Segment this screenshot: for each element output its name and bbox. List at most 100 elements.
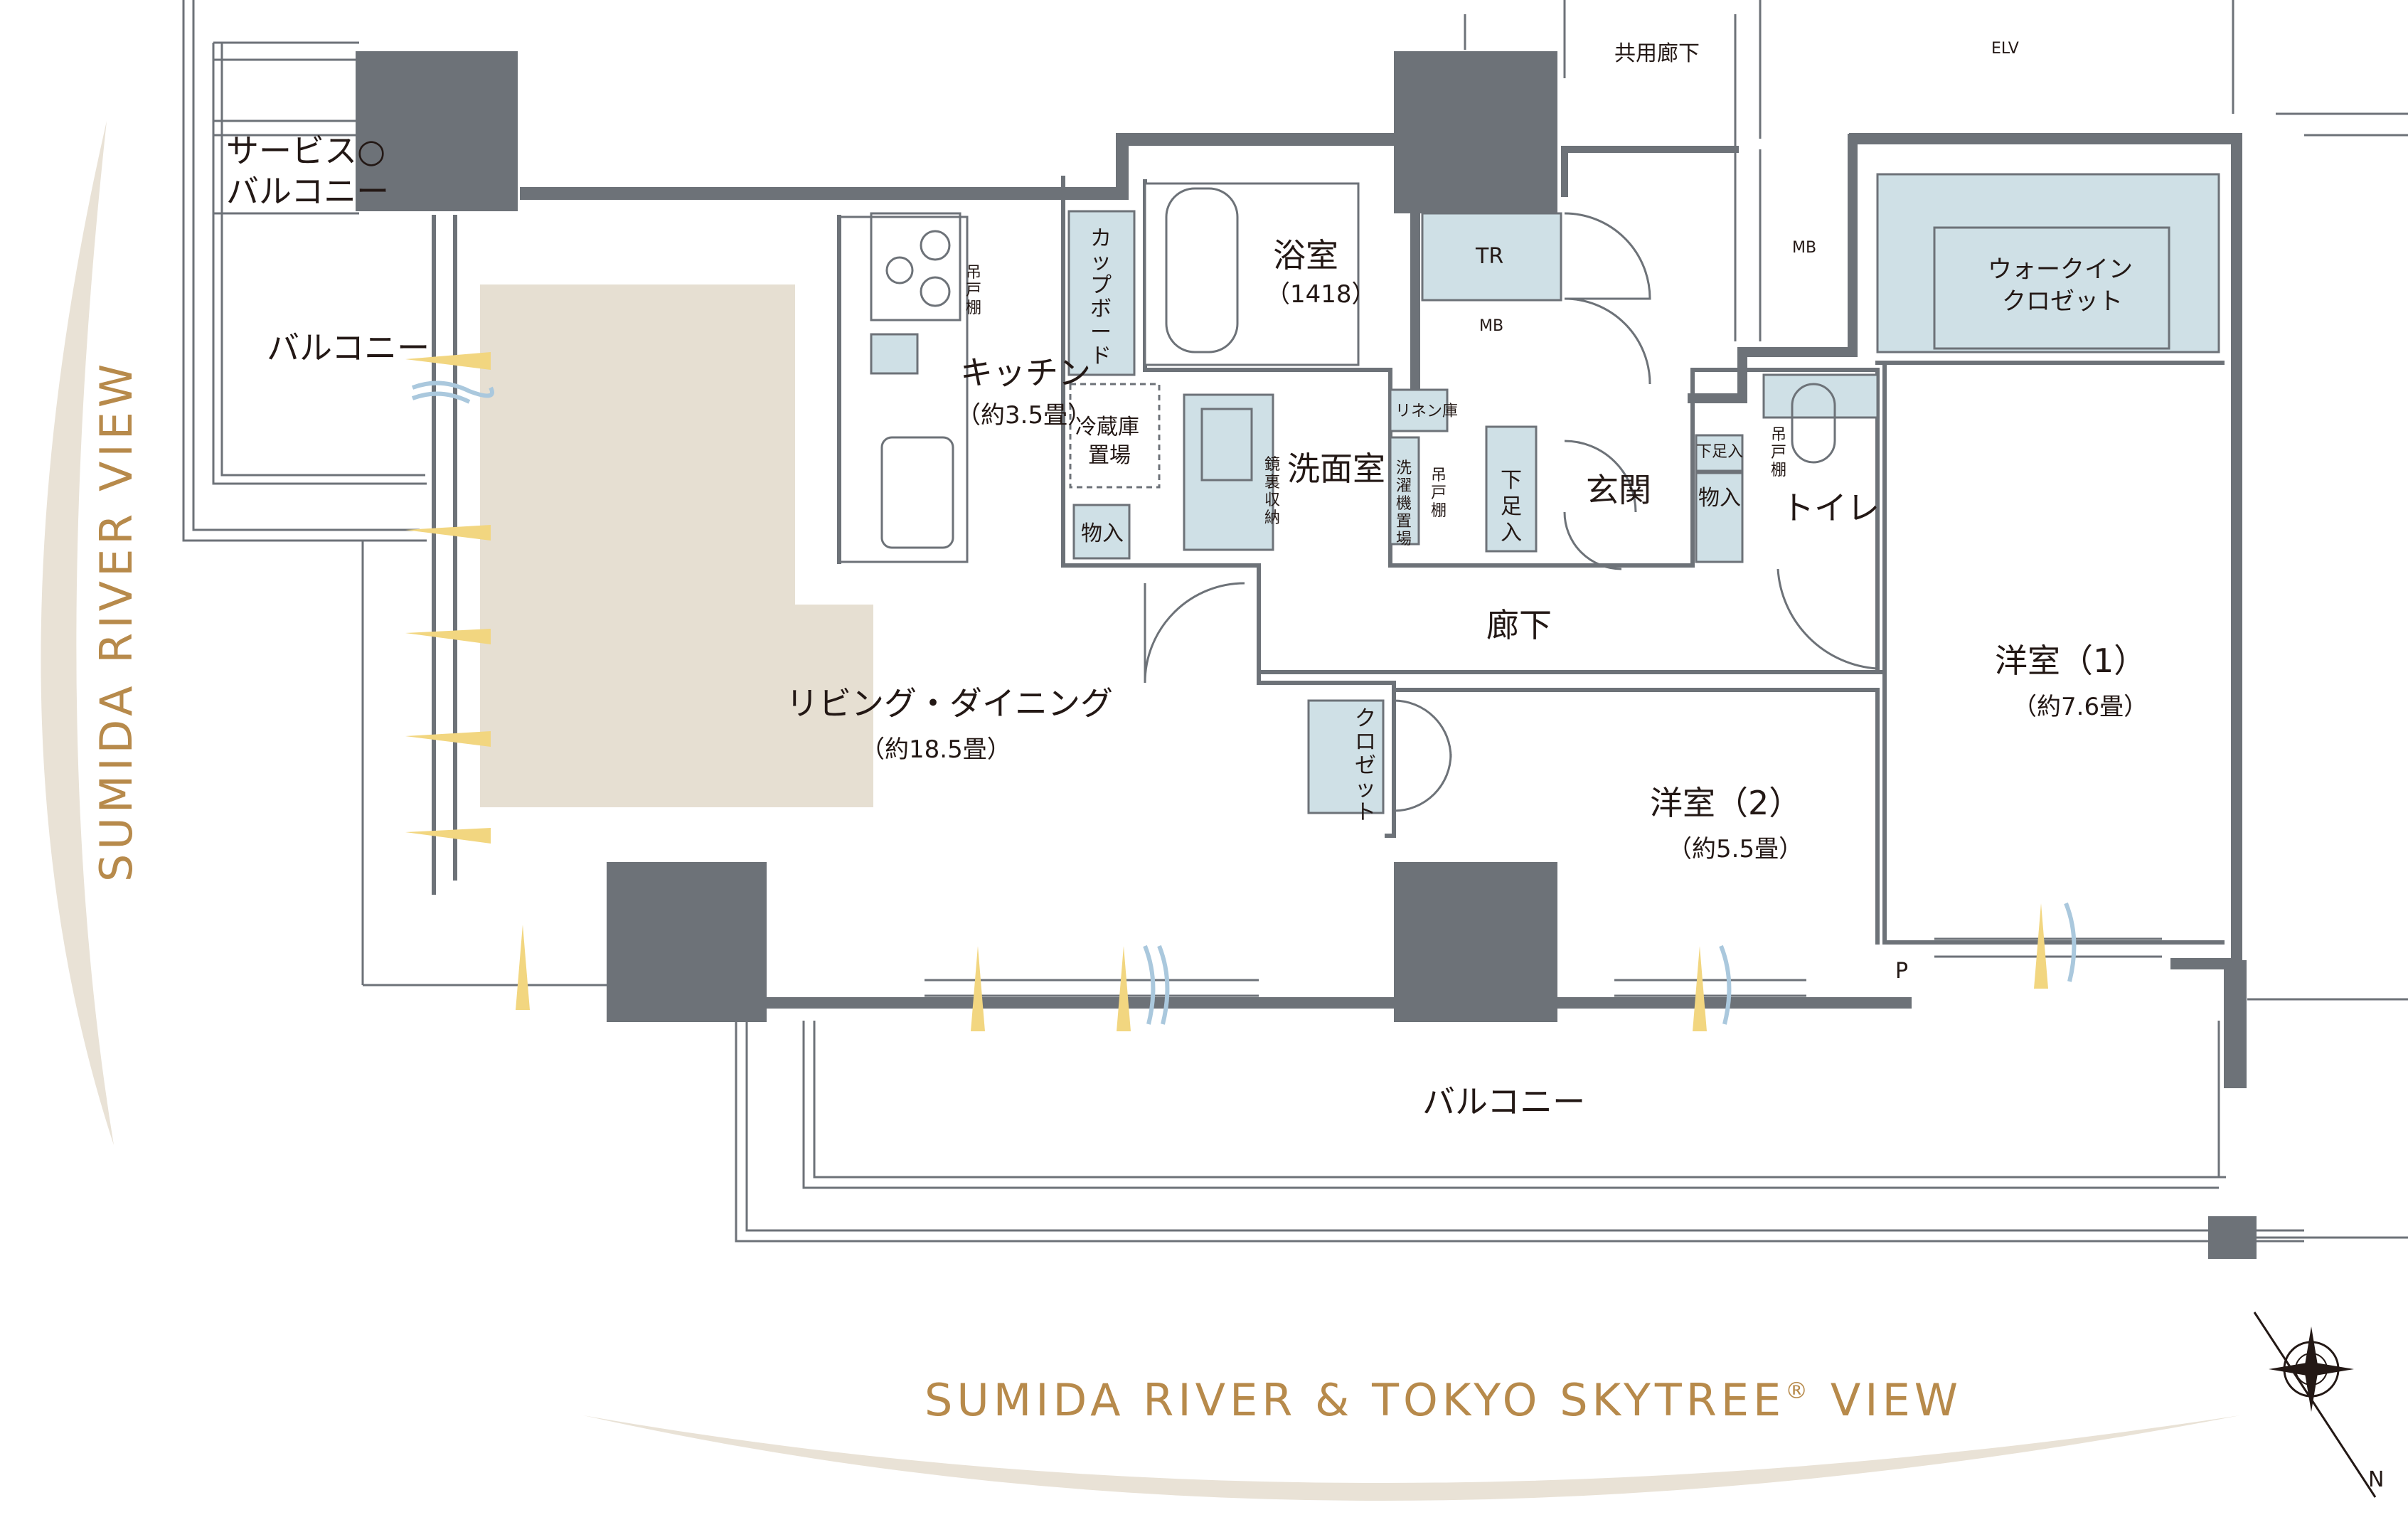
hanging-toilet-label: 吊 戸 棚 bbox=[1771, 426, 1786, 479]
tr-room bbox=[1421, 212, 1562, 302]
living-floor-tint bbox=[480, 284, 873, 807]
svg-text:ト: ト bbox=[1355, 800, 1376, 825]
cupboard-label: カ ッ プ ボ ー ド bbox=[1090, 226, 1112, 368]
mono-kitchen-unit bbox=[1072, 504, 1131, 560]
left-view-text: SUMIDA RIVER VIEW bbox=[90, 360, 142, 882]
svg-text:戸: 戸 bbox=[1771, 444, 1786, 462]
tr-label: TR bbox=[1475, 244, 1503, 269]
linen-unit bbox=[1389, 388, 1449, 432]
bath-tub-area bbox=[1144, 182, 1360, 366]
svg-text:場: 場 bbox=[1396, 531, 1412, 548]
western1-size: （約7.6畳） bbox=[2013, 693, 2148, 721]
closet-unit bbox=[1307, 699, 1385, 814]
svg-text:置: 置 bbox=[1396, 513, 1412, 531]
western2-size: （約5.5畳） bbox=[1668, 835, 1803, 863]
washroom-name: 洗面室 bbox=[1287, 450, 1385, 488]
western1-name: 洋室（1） bbox=[1995, 642, 2146, 680]
walkin-name-2: クロゼット bbox=[2002, 287, 2123, 316]
svg-text:濯: 濯 bbox=[1396, 477, 1412, 495]
svg-text:洗: 洗 bbox=[1396, 459, 1412, 477]
shoe-small-label: 下足入 bbox=[1696, 443, 1743, 461]
compass-n: N bbox=[2368, 1467, 2384, 1492]
kitchen-size: （約3.5畳） bbox=[957, 401, 1092, 430]
balcony-left-label: バルコニー bbox=[267, 329, 430, 367]
svg-text:戸: 戸 bbox=[966, 282, 981, 299]
svg-text:ッ: ッ bbox=[1355, 777, 1376, 802]
cupboard-unit bbox=[1067, 210, 1136, 376]
elv-label: ELV bbox=[1991, 40, 2019, 58]
mb-corridor-label: MB bbox=[1792, 239, 1816, 257]
svg-text:ド: ド bbox=[1090, 344, 1112, 368]
svg-text:下: 下 bbox=[1501, 468, 1522, 493]
toilet-bowl bbox=[1791, 383, 1836, 464]
svg-text:戸: 戸 bbox=[1431, 484, 1447, 502]
kitchen-counter bbox=[839, 216, 969, 563]
compass-rose bbox=[2253, 1312, 2377, 1498]
svg-text:プ: プ bbox=[1090, 273, 1112, 298]
mono-entrance-unit bbox=[1695, 472, 1744, 563]
walkin-name-1: ウォークイン bbox=[1988, 255, 2133, 284]
kitchen-sink-counter bbox=[870, 333, 919, 375]
svg-text:足: 足 bbox=[1501, 494, 1522, 519]
light-markers bbox=[405, 352, 2048, 1031]
fixtures bbox=[839, 187, 2170, 563]
thin-outlines bbox=[182, 0, 2408, 1243]
svg-text:ー: ー bbox=[1090, 320, 1112, 345]
linen-label: リネン庫 bbox=[1395, 403, 1458, 420]
p-label: P bbox=[1895, 959, 1908, 984]
svg-text:納: 納 bbox=[1264, 509, 1280, 527]
kitchen-stove bbox=[870, 212, 961, 321]
svg-text:吊: 吊 bbox=[1431, 467, 1447, 484]
hanging-kitchen-label: 吊 戸 棚 bbox=[966, 264, 981, 317]
service-balcony-label-2: バルコニー bbox=[226, 172, 389, 211]
bottom-view-arc bbox=[583, 1415, 2240, 1501]
walls bbox=[432, 133, 2242, 1009]
fridge-label-2: 置場 bbox=[1088, 443, 1131, 468]
mb-inner-label: MB bbox=[1479, 317, 1503, 335]
toilet-name: トイレ bbox=[1781, 489, 1880, 527]
storage-fills bbox=[870, 173, 2220, 814]
western2-name: 洋室（2） bbox=[1650, 784, 1801, 822]
fridge-label-1: 冷蔵庫 bbox=[1075, 415, 1139, 440]
svg-text:鏡: 鏡 bbox=[1264, 456, 1280, 474]
closet-label: ク ロ ゼ ッ ト bbox=[1355, 706, 1376, 825]
svg-text:入: 入 bbox=[1501, 521, 1522, 546]
shoe-small-unit bbox=[1695, 434, 1744, 472]
kitchen-sink bbox=[880, 436, 954, 549]
kitchen-name: キッチン bbox=[960, 353, 1091, 392]
hallway-name: 廊下 bbox=[1486, 606, 1552, 644]
svg-text:ロ: ロ bbox=[1355, 730, 1376, 755]
svg-text:吊: 吊 bbox=[1771, 426, 1786, 444]
fridge-space bbox=[1069, 383, 1161, 489]
entrance-name: 玄関 bbox=[1586, 471, 1651, 509]
wind-markers bbox=[411, 381, 2077, 1025]
walkin-rail bbox=[1933, 226, 2170, 350]
svg-text:ク: ク bbox=[1355, 706, 1376, 731]
service-balcony-label-1: サービス○ bbox=[226, 132, 385, 170]
living-name: リビング・ダイニング bbox=[786, 684, 1113, 723]
bottom-view-text: SUMIDA RIVER & TOKYO SKYTREE® VIEW bbox=[925, 1374, 1962, 1426]
svg-text:収: 収 bbox=[1264, 491, 1280, 509]
bath-name: 浴室 bbox=[1273, 236, 1338, 275]
mirror-storage bbox=[1183, 393, 1274, 551]
mirror-storage-label: 鏡 裏 収 納 bbox=[1264, 456, 1280, 527]
svg-text:棚: 棚 bbox=[1431, 502, 1447, 520]
svg-text:ッ: ッ bbox=[1090, 250, 1112, 275]
left-view-arc bbox=[41, 121, 114, 1145]
svg-text:機: 機 bbox=[1396, 495, 1412, 513]
svg-text:吊: 吊 bbox=[966, 264, 981, 282]
svg-text:ゼ: ゼ bbox=[1355, 753, 1376, 778]
shoe-large-label: 下 足 入 bbox=[1501, 468, 1522, 546]
living-size: （約18.5畳） bbox=[861, 735, 1011, 764]
shoe-large-unit bbox=[1485, 425, 1538, 553]
svg-text:カ: カ bbox=[1090, 226, 1112, 251]
bath-size: （1418） bbox=[1266, 280, 1376, 309]
mono-entrance-label: 物入 bbox=[1698, 486, 1741, 511]
svg-text:裏: 裏 bbox=[1264, 474, 1280, 491]
door-swings bbox=[1144, 212, 1878, 812]
svg-text:ボ: ボ bbox=[1090, 297, 1112, 321]
washer-label: 洗 濯 機 置 場 bbox=[1396, 459, 1412, 548]
hanging-wash-label: 吊 戸 棚 bbox=[1431, 467, 1447, 520]
columns bbox=[356, 51, 2257, 1259]
wash-basin bbox=[1200, 408, 1253, 482]
